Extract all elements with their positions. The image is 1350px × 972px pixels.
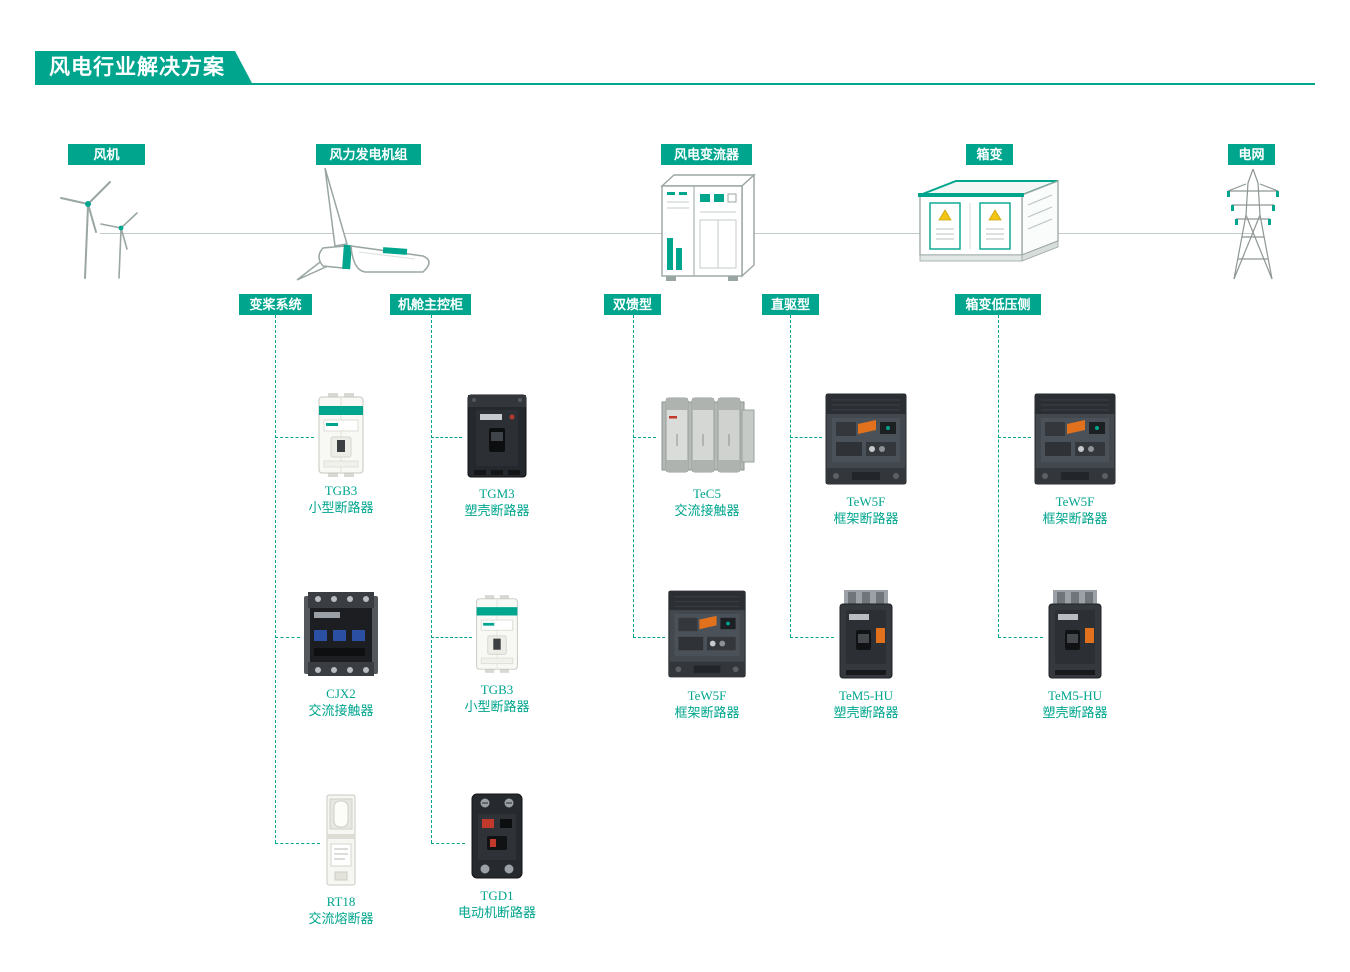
- large-contactor-product-image: [661, 397, 755, 473]
- product-model: TeW5F: [1055, 494, 1095, 509]
- product-model: TGB3: [480, 682, 514, 697]
- connector-col5-row1: [998, 437, 1031, 438]
- product-desc: 塑壳断路器: [833, 705, 899, 720]
- title-underline: [35, 83, 1315, 85]
- column-label-nacelle-cabinet: 机舱主控柜: [390, 294, 471, 315]
- product-col2-tgm3: TGM3 塑壳断路器: [437, 392, 557, 519]
- product-desc: 小型断路器: [308, 500, 374, 515]
- connector-col1-row2: [275, 637, 300, 638]
- product-model: TeM5-HU: [1048, 688, 1102, 703]
- connector-col1-row3: [275, 843, 320, 844]
- column-label-pitch-system: 变桨系统: [239, 294, 312, 315]
- converter-cabinet-icon: [660, 173, 756, 281]
- chain-label-wind-turbine: 风机: [68, 144, 145, 165]
- product-col1-cjx2: CJX2 交流接触器: [281, 590, 401, 719]
- connector-col3-row2: [633, 637, 665, 638]
- product-model: TeW5F: [687, 688, 727, 703]
- product-model: TeM5-HU: [839, 688, 893, 703]
- product-desc: 交流接触器: [674, 503, 740, 518]
- product-desc: 电动机断路器: [457, 905, 536, 920]
- product-col1-rt18: RT18 交流熔断器: [281, 792, 401, 927]
- connector-col4-row2: [790, 637, 834, 638]
- product-model: TGD1: [480, 888, 514, 903]
- product-desc: 小型断路器: [464, 699, 530, 714]
- mccb-product-image: [467, 394, 527, 478]
- connector-col3-row1: [633, 437, 656, 438]
- acb-product-image: [1034, 393, 1116, 485]
- product-model: TGB3: [324, 483, 358, 498]
- acb-product-image: [668, 590, 746, 678]
- chain-label-generator-set: 风力发电机组: [316, 144, 421, 165]
- acb-product-image: [825, 393, 907, 485]
- product-col3-tew5f: TeW5F 框架断路器: [647, 586, 767, 721]
- nacelle-icon: [296, 167, 430, 281]
- connector-col2-vertical: [431, 315, 432, 843]
- mcb-product-image: [476, 595, 518, 673]
- connector-col1-row1: [275, 437, 314, 438]
- product-model: TeC5: [693, 486, 721, 501]
- column-label-direct-drive: 直驱型: [762, 294, 819, 315]
- connector-col5-vertical: [998, 315, 999, 637]
- product-col2-tgb3: TGB3 小型断路器: [437, 592, 557, 715]
- product-col5-tem5hu: TeM5-HU 塑壳断路器: [1015, 588, 1135, 721]
- connector-col2-row3: [431, 843, 465, 844]
- product-desc: 塑壳断路器: [464, 503, 530, 518]
- chain-label-grid: 电网: [1228, 144, 1275, 165]
- contactor-product-image: [304, 592, 378, 676]
- connector-col4-row1: [790, 437, 822, 438]
- product-desc: 交流接触器: [308, 703, 374, 718]
- motor-breaker-product-image: [471, 793, 523, 879]
- product-col2-tgd1: TGD1 电动机断路器: [437, 790, 557, 921]
- chain-label-box-transformer: 箱变: [966, 144, 1013, 165]
- product-col1-tgb3: TGB3 小型断路器: [281, 393, 401, 516]
- product-model: TeW5F: [846, 494, 886, 509]
- connector-col2-row1: [431, 437, 462, 438]
- connector-col4-vertical: [790, 315, 791, 637]
- product-col3-tec5: TeC5 交流接触器: [647, 390, 767, 519]
- connector-col3-vertical: [633, 315, 634, 637]
- page-title: 风电行业解决方案: [35, 51, 253, 85]
- fuse-holder-product-image: [326, 794, 356, 886]
- product-desc: 塑壳断路器: [1042, 705, 1108, 720]
- connector-col2-row2: [431, 637, 472, 638]
- product-desc: 框架断路器: [1042, 511, 1108, 526]
- product-desc: 交流熔断器: [308, 911, 374, 926]
- transmission-tower-icon: [1227, 168, 1279, 280]
- product-desc: 框架断路器: [833, 511, 899, 526]
- box-transformer-icon: [918, 180, 1059, 262]
- mcb-product-image: [318, 393, 364, 477]
- chain-label-converter: 风电变流器: [661, 144, 752, 165]
- product-model: RT18: [326, 894, 356, 909]
- product-model: TGM3: [479, 486, 515, 501]
- product-model: CJX2: [326, 686, 356, 701]
- wind-turbines-icon: [60, 181, 138, 279]
- connector-col5-row2: [998, 637, 1043, 638]
- mccb-hu-product-image: [839, 590, 893, 679]
- column-label-lv-side: 箱变低压侧: [955, 294, 1041, 315]
- connector-col1-vertical: [275, 315, 276, 843]
- product-col4-tem5hu: TeM5-HU 塑壳断路器: [806, 588, 926, 721]
- product-desc: 框架断路器: [674, 705, 740, 720]
- product-col5-tew5f: TeW5F 框架断路器: [1015, 390, 1135, 527]
- mccb-hu-product-image: [1048, 590, 1102, 679]
- column-label-doubly-fed: 双馈型: [604, 294, 661, 315]
- product-col4-tew5f: TeW5F 框架断路器: [806, 390, 926, 527]
